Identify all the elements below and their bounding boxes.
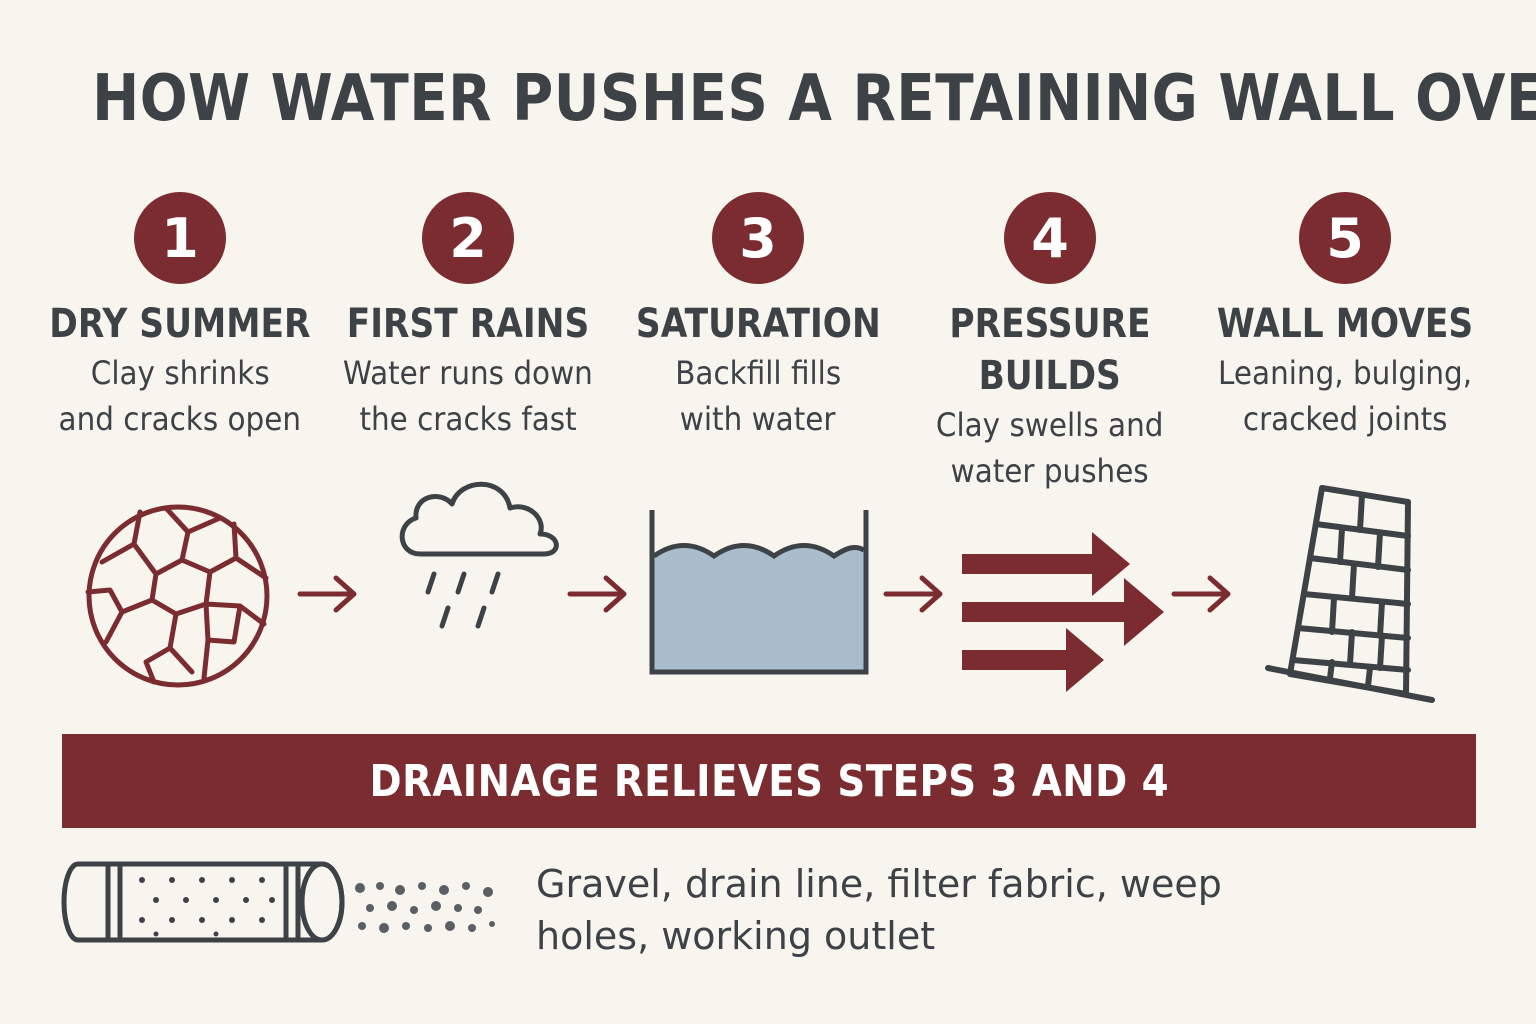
step-desc-line: Leaning, bulging,	[1217, 354, 1473, 392]
drainage-banner: DRAINAGE RELIEVES STEPS 3 AND 4	[62, 734, 1476, 828]
step-number: 4	[1004, 192, 1096, 284]
step-title: SATURATION	[635, 301, 881, 347]
arrow-right-icon	[883, 575, 943, 613]
step-title-line: BUILDS	[978, 353, 1122, 399]
arrow-right-icon	[297, 575, 357, 613]
pressure-arrows-icon	[962, 532, 1164, 692]
step-desc-line: the cracks fast	[359, 400, 577, 438]
step-number: 3	[712, 192, 804, 284]
step-desc-line: Clay swells and	[936, 406, 1164, 444]
drain-pipe-icon	[61, 861, 345, 943]
step-title: WALL MOVES	[1216, 301, 1474, 347]
step-desc-line: Clay shrinks	[90, 354, 270, 392]
cracked-clay-icon	[85, 504, 270, 688]
step-desc-line: Water runs down	[343, 354, 593, 392]
step-number: 5	[1299, 192, 1391, 284]
step-5: 5 WALL MOVES Leaning, bulging, cracked j…	[1195, 192, 1495, 442]
step-1: 1 DRY SUMMER Clay shrinks and cracks ope…	[30, 192, 330, 442]
step-desc-line: cracked joints	[1242, 400, 1448, 438]
arrow-right-icon	[567, 575, 627, 613]
step-number: 1	[134, 192, 226, 284]
banner-text: DRAINAGE RELIEVES STEPS 3 AND 4	[369, 755, 1169, 807]
step-4: 4 PRESSURE BUILDS Clay swells and water …	[900, 192, 1200, 494]
leaning-wall-icon	[1265, 485, 1435, 703]
gravel-icon	[355, 882, 495, 933]
step-title-line: PRESSURE	[949, 301, 1151, 347]
step-3: 3 SATURATION Backfill fills with water	[608, 192, 908, 442]
page-title: HOW WATER PUSHES A RETAINING WALL OVER	[92, 62, 1536, 136]
rain-cloud-icon	[399, 481, 559, 629]
step-title: FIRST RAINS	[346, 301, 590, 347]
step-title: DRY SUMMER	[49, 301, 311, 347]
arrow-right-icon	[1171, 575, 1231, 613]
step-2: 2 FIRST RAINS Water runs down the cracks…	[318, 192, 618, 442]
step-desc-line: Backfill fills	[675, 354, 841, 392]
step-desc-line: and cracks open	[58, 400, 302, 438]
step-number: 2	[422, 192, 514, 284]
step-desc-line: with water	[680, 400, 836, 438]
water-tank-icon	[649, 510, 869, 675]
step-desc-line: water pushes	[950, 452, 1150, 490]
drainage-description: Gravel, drain line, filter fabric, weep …	[536, 862, 1222, 958]
